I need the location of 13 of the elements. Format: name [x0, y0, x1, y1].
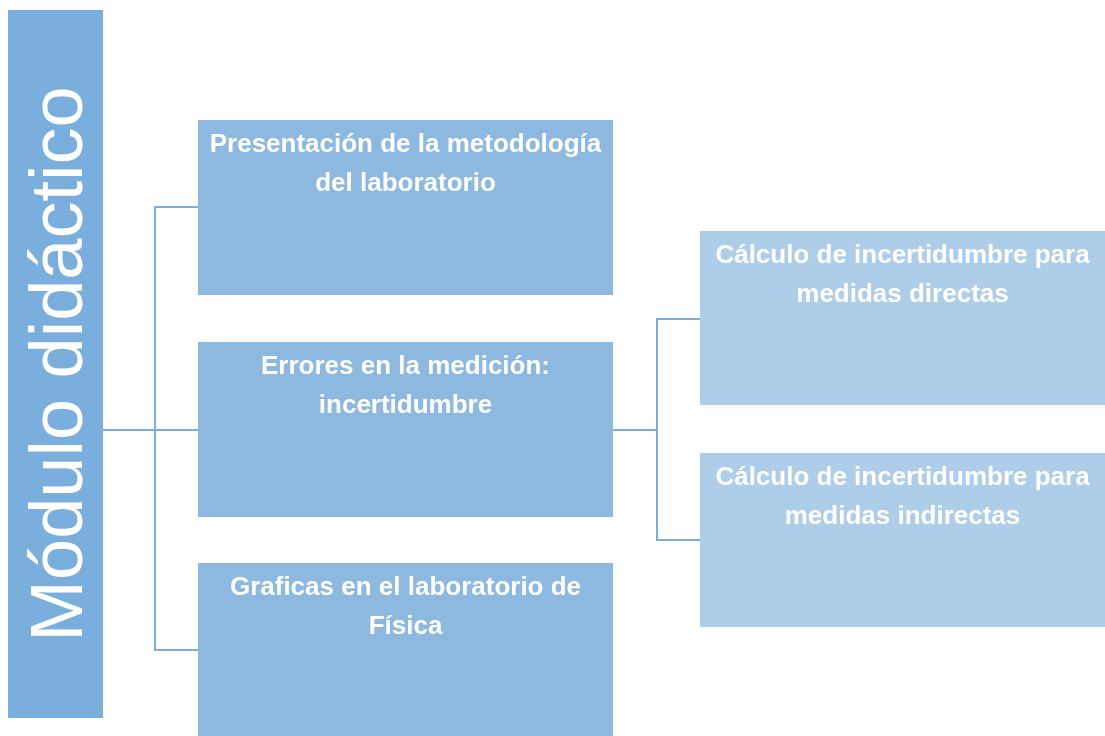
topic-text: Cálculo de incertidumbre para medidas indirectas — [714, 460, 1091, 532]
topic-box — [198, 342, 613, 517]
connector-line — [102, 429, 199, 651]
topic-text: Presentación de la metodología del laboratorio — [208, 127, 603, 199]
title-bar — [8, 10, 103, 718]
topic-box — [198, 563, 613, 736]
topic-box — [700, 231, 1105, 405]
topic-text: Graficas en el laboratorio de Física — [228, 570, 583, 642]
vertical-title: Módulo didáctico — [13, 86, 98, 642]
topic-box — [700, 453, 1105, 627]
topic-box — [198, 120, 613, 295]
topic-text: Errores en la medición: incertidumbre — [260, 349, 551, 421]
topic-text: Cálculo de incertidumbre para medidas directas — [714, 238, 1091, 310]
